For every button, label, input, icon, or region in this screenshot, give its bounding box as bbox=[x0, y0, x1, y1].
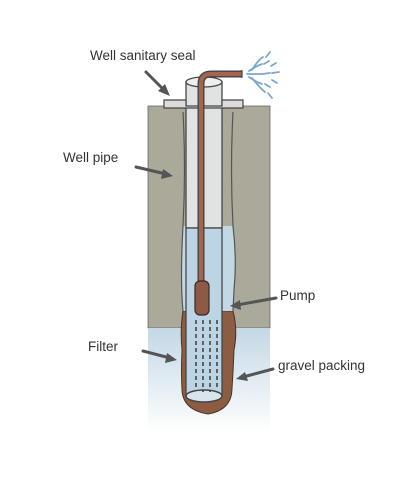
pump-arrow bbox=[230, 296, 278, 310]
filter-slots bbox=[195, 320, 218, 392]
pump-discharge-pipe-fill bbox=[198, 71, 242, 284]
seal-arrow bbox=[144, 70, 170, 96]
borehole-wall-left bbox=[180, 111, 186, 312]
label-pump: Pump bbox=[280, 288, 315, 303]
sanitary-seal bbox=[163, 99, 244, 109]
filter-arrow bbox=[141, 349, 177, 363]
label-gravel: gravel packing bbox=[278, 358, 365, 373]
label-seal: Well sanitary seal bbox=[90, 48, 196, 63]
pipe-arrow bbox=[134, 165, 173, 179]
gravel-arrow bbox=[236, 367, 275, 381]
water-spray-icon bbox=[246, 51, 280, 99]
pump-body bbox=[194, 280, 210, 316]
label-arrows bbox=[134, 70, 278, 381]
label-filter: Filter bbox=[88, 339, 119, 354]
well-pipe-bottom bbox=[185, 389, 223, 403]
borehole-wall-right bbox=[230, 111, 236, 312]
label-pipe: Well pipe bbox=[63, 150, 118, 165]
